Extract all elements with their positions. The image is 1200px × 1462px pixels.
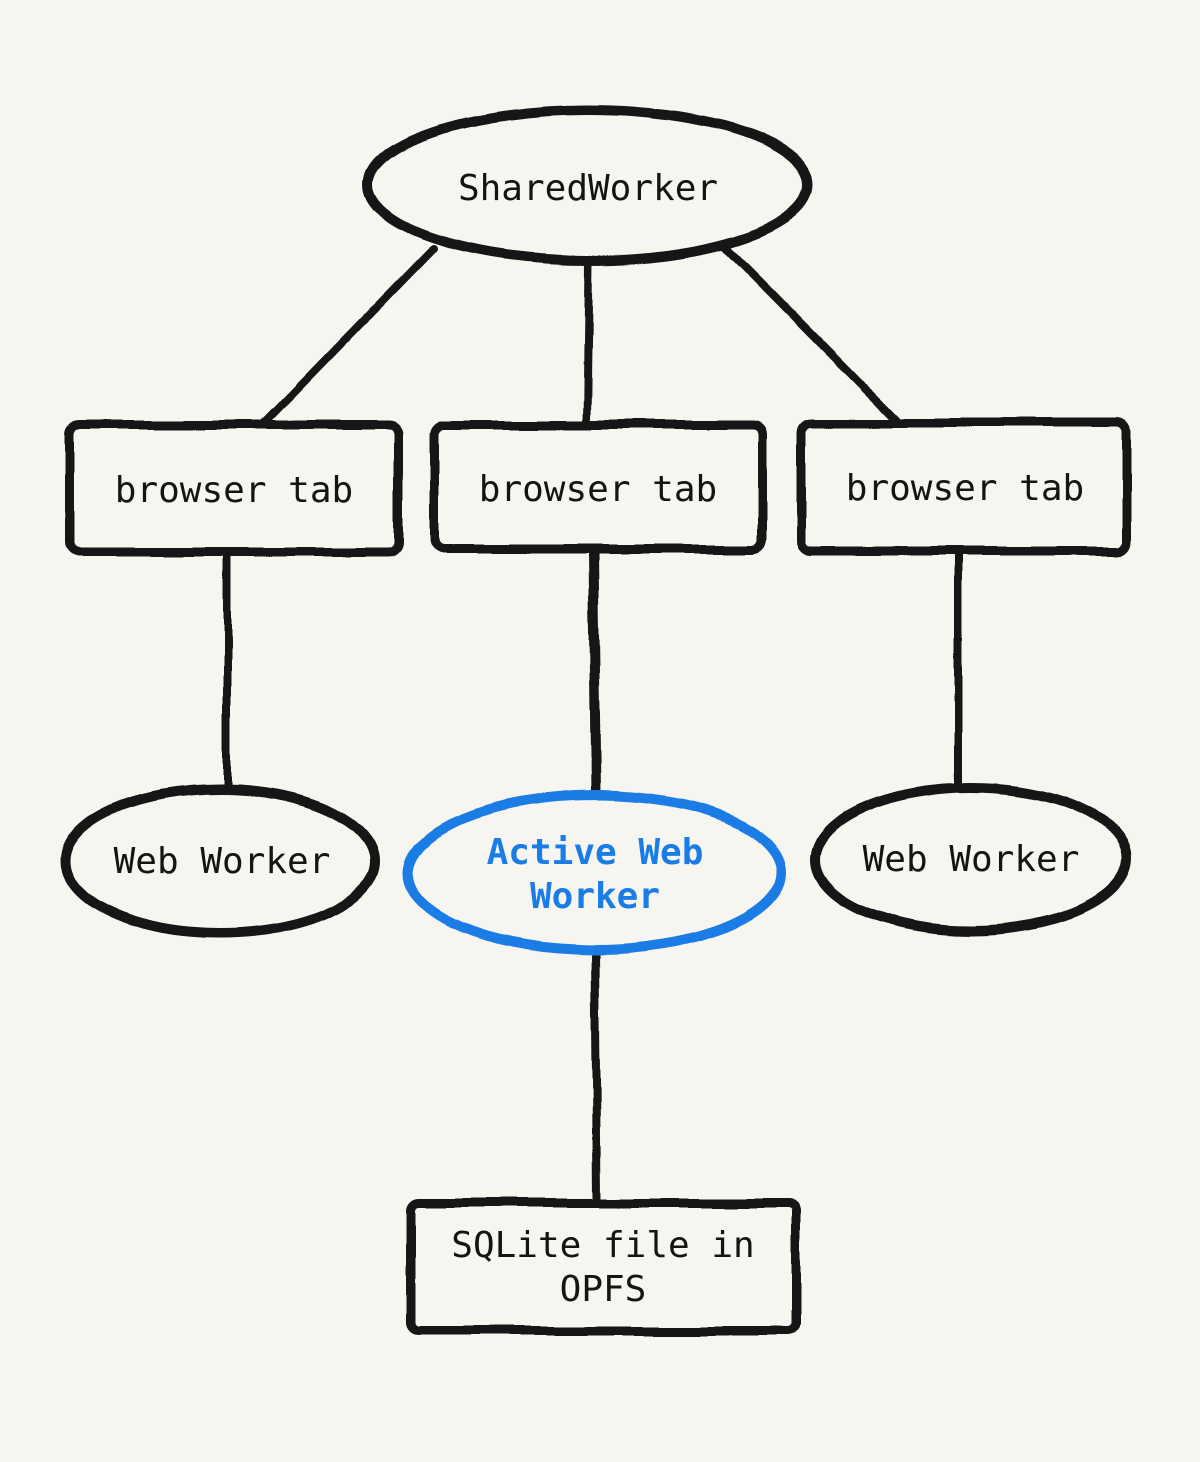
web-worker-2-label: Web Worker [862, 839, 1080, 881]
active-web-worker-ellipse [403, 791, 787, 955]
browser-tab-1-box [65, 420, 403, 557]
web-worker-1-label: Web Worker [113, 841, 331, 883]
web-worker-2-ellipse [811, 783, 1131, 935]
shared-worker-ellipse [363, 105, 813, 265]
edge-sharedworker-tab2 [583, 259, 593, 428]
browser-tab-2-box [429, 420, 767, 554]
edge-tab2-activeworker [588, 547, 601, 800]
sqlite-file-box [405, 1198, 801, 1336]
shared-worker-label: SharedWorker [457, 168, 719, 210]
sqlite-file-label: SQLite file in OPFS [451, 1225, 755, 1310]
browser-tab-2-label: browser tab [478, 469, 718, 511]
browser-tab-3-label: browser tab [845, 468, 1085, 510]
edge-sharedworker-tab1 [261, 245, 437, 426]
web-worker-1-ellipse [60, 784, 380, 938]
browser-tab-3-box [796, 418, 1131, 556]
active-web-worker-label: Active Web Worker [486, 832, 704, 917]
edge-sharedworker-tab3 [722, 243, 903, 426]
edge-activeworker-sqlite [591, 948, 601, 1204]
browser-tab-1-label: browser tab [114, 470, 354, 512]
